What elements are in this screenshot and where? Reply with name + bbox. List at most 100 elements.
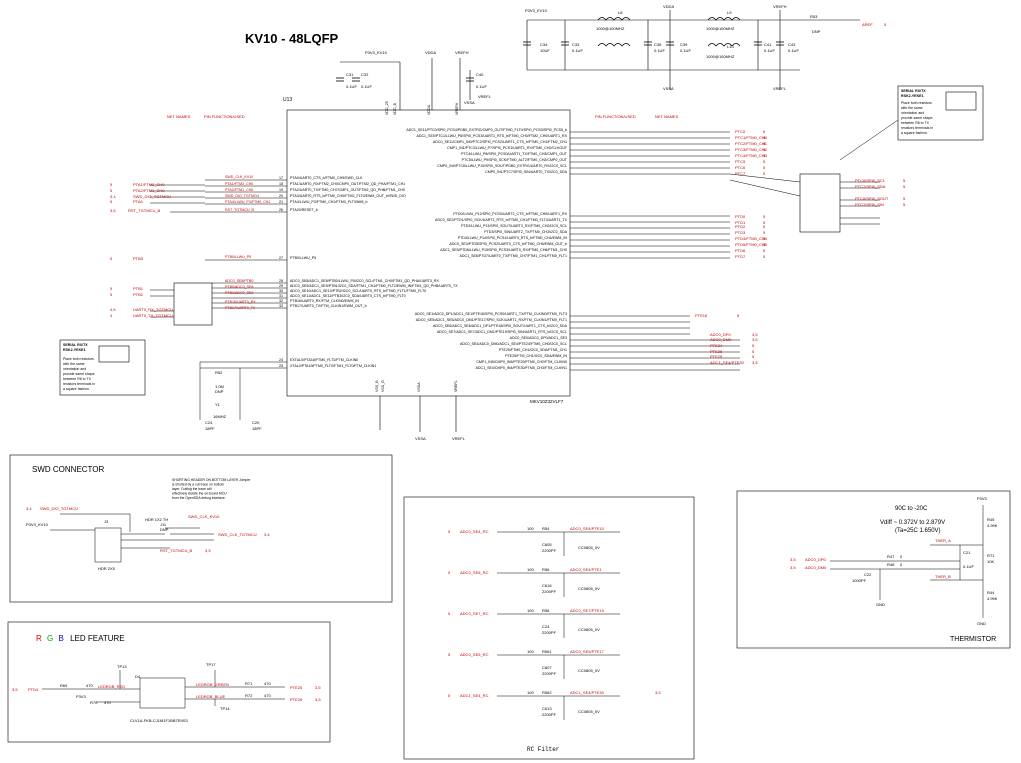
led-red-net: LEDRGB_RED xyxy=(98,684,125,689)
rc-cap-ref: C605 xyxy=(542,542,552,547)
right-net-label: PTC6 xyxy=(735,165,746,170)
mcu-left-pin-number: 30 xyxy=(279,289,283,293)
right-net-pin: 5 xyxy=(903,178,906,183)
mcu-right-pin-label: ADC0_SE6/ADC1_SE6/ADC1_DP1/PTE18/SPI0_SO… xyxy=(433,324,568,328)
mcu-ref: U13 xyxy=(283,97,292,103)
swd-rst-net: RST_TGTMCU_B xyxy=(160,548,193,553)
right-net-label: PTC6/SPI0_SOUT xyxy=(855,196,889,201)
mcu-left-pin-label: PTB0/LLWU_P5 xyxy=(290,256,316,260)
l10-ref: L10 xyxy=(727,44,734,49)
left-local-label: PTA1/FTM2_CH0 xyxy=(225,182,253,186)
rc-cap-footprint: CC0805_0V xyxy=(578,627,600,632)
resnet-right-box xyxy=(799,173,841,233)
mcu-right-pin-label: CMP1_IN1/PTC3/LLWU_P7/SPI0_PCS1/UART1_RX… xyxy=(447,146,568,150)
right-net-label: PTC3/FTM0_CH2 xyxy=(735,147,768,152)
vrefl-mcu: VREFL xyxy=(452,436,466,441)
led-pte26-pin: 3,5 xyxy=(315,697,321,702)
r72-val: 470 xyxy=(264,693,271,698)
mcu-left-pin-label: ADC0_SE8/ADC1_SE8/PTB0/LLWU_P5/I2C0_SCL/… xyxy=(290,279,439,283)
note-top-line: with the same xyxy=(901,106,923,110)
note-top-line: between R6 to TX xyxy=(901,121,930,125)
right-bottom-net-pin: 5 xyxy=(752,343,755,348)
mcu-left-pin-number: 25 xyxy=(279,364,283,368)
pin-vdda: VDDA xyxy=(427,104,431,115)
c36-val: 0.1UF xyxy=(654,48,665,53)
right-bottom-net-pin: 3,5 xyxy=(752,337,758,342)
rc-input-net: ADC0_SE7_RC xyxy=(460,611,489,616)
rc-cap-footprint: CC0805_0V xyxy=(578,586,600,591)
right-net-pin: 5 xyxy=(763,230,766,235)
mcu-left-pin-number: 27 xyxy=(279,256,283,260)
note-top-line: a square fashion. xyxy=(901,131,928,135)
rc-cap-value: 2200PF xyxy=(542,712,557,717)
led-green-net: LEDRGB_GREEN xyxy=(196,682,229,687)
mcu-left-pin-label: PTA0/UART0_CTS_b/FTM0_CH5/SWD_CLK xyxy=(290,176,363,180)
right-net-label: PTC2/FTM0_CH1 xyxy=(735,141,768,146)
mcu-right-pin-label: PTD2/LLWU_P13/SPI0_SOUT/UART2_RX/FTM0_CH… xyxy=(461,224,567,228)
therm-dm: ADC0_DM0 xyxy=(805,565,827,570)
thermistor-ta: (Ta=25C 1.650V) xyxy=(895,528,941,534)
left-local-label: PTB0/LLWU_P5 xyxy=(225,255,251,259)
left-local-label: PTB17/UART0_TX xyxy=(225,306,256,310)
right-bottom-net-label: PTE29 xyxy=(710,354,723,359)
note-left-line: Place both resistors xyxy=(63,357,94,361)
schematic-title: KV10 - 48LQFP xyxy=(245,31,339,46)
swd-clk-pin: 3,4 xyxy=(264,532,270,537)
mcu-right-pin-label: ADC1_SE0/PTC1/LLWU_P6/SPI0_PCS3/UART1_RT… xyxy=(416,134,567,138)
mcu-left-pin-label: ADC0_SE9/ADC1_SE9/PTB1/I2C0_SDA/FTM1_CH1… xyxy=(290,284,458,288)
l8-val: 1000@100MHZ xyxy=(596,26,625,31)
tp17: TP17 xyxy=(206,662,216,667)
therm-gnd-1: GND xyxy=(876,602,885,607)
left-net-label: PTA4 xyxy=(133,199,143,204)
left-net-pin: 5 xyxy=(110,182,113,187)
c40-ref: C40 xyxy=(476,72,484,77)
rc-output-net: ADC0_SE4/PTE1 xyxy=(570,567,602,572)
note-top-line2: RSK2-YEKE1 xyxy=(901,94,924,98)
right-net-label: PTC5 xyxy=(735,159,746,164)
rc-resistor-ref: R58 xyxy=(542,608,550,613)
right-bottom-net-label: PTE24 xyxy=(710,343,723,348)
led-pte25-pin: 3,5 xyxy=(315,685,321,690)
rc-resistor-ref: R56 xyxy=(542,567,550,572)
led-title-r: R xyxy=(36,634,42,643)
r44-ref: R44 xyxy=(987,590,995,595)
l8-ref: L8 xyxy=(618,10,623,15)
note-left-line: provide same shape xyxy=(63,372,95,376)
mcu-right-pin-label: ADC1_SE11/PTC0/SPI0_PCS4/PDB0_EXTRG/CMP0… xyxy=(406,128,567,132)
thermistor-range: 90C to -20C xyxy=(895,506,928,512)
left-net-pin: 4,5 xyxy=(110,307,116,312)
mcu-left-pin-group: PTA0/UART0_CTS_b/FTM0_CH5/SWD_CLK17PTA1/… xyxy=(279,176,458,368)
swd-note-line: layer. Cutting the trace will xyxy=(172,487,212,491)
right-net-label: PTD2 xyxy=(735,224,746,229)
led-ptd4-pin: 3,5 xyxy=(12,687,18,692)
rc-box xyxy=(403,496,695,760)
thermistor-vdiff: Vdiff ~ 0.372V to 2.879V xyxy=(880,520,945,526)
right-net-pin: 5 xyxy=(903,196,906,201)
rt1-ref: RT1 xyxy=(987,553,995,558)
right-net-pin: 5 xyxy=(763,147,766,152)
right-net-pin: 5 xyxy=(903,202,906,207)
swd-note: SHORTING HEADER ON BOTTOM LAYER Jumperis… xyxy=(172,478,251,500)
left-net-label: PTA2/FTM1_CH0 xyxy=(133,188,165,193)
c41-ref: C41 xyxy=(764,42,772,47)
c20-ref: C20 xyxy=(252,420,260,425)
right-net-pin: 5 xyxy=(763,159,766,164)
thermistor-p3v3: P3V3 xyxy=(977,496,988,501)
vssa-mcu: VSSA xyxy=(415,436,426,441)
pin-vdd-b: VDD_B xyxy=(393,102,397,115)
rc-output-net: ADC0_SE7/PTE19 xyxy=(570,608,605,613)
c22-val: 1000PF xyxy=(852,578,867,583)
led-p3v3: P3V3 xyxy=(76,694,87,699)
rc-output-net: ADC1_SE4/PTE30 xyxy=(570,690,605,695)
swd-note-line: SHORTING HEADER ON BOTTOM LAYER Jumper xyxy=(172,478,251,482)
led-title-rest: LED FEATURE xyxy=(70,634,125,643)
jumper-top xyxy=(945,91,977,111)
left-net-label: UART0_TX_TGTMCU xyxy=(133,313,173,318)
left-local-label: SWD_DIO_TGTMCU xyxy=(225,194,260,198)
mcu-left-pin-number: 20 xyxy=(279,194,283,198)
jumper-left xyxy=(98,345,130,363)
c32-val: 0.1UF xyxy=(361,84,372,89)
c40-val: 0.1UF xyxy=(476,84,487,89)
